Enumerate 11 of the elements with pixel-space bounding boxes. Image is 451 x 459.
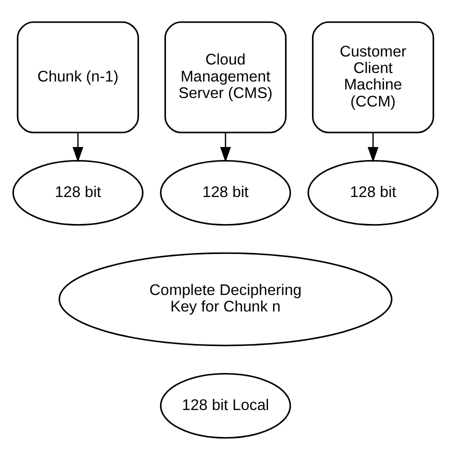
arrow bbox=[368, 132, 378, 162]
node-ellipse: 128 bit bbox=[12, 159, 144, 226]
arrow bbox=[72, 132, 84, 162]
node-ellipse: Complete Deciphering Key for Chunk n bbox=[58, 252, 392, 346]
node-ellipse: 128 bit Local bbox=[160, 372, 292, 438]
node-box: Customer Client Machine (CCM) bbox=[312, 20, 434, 133]
node-box: Chunk (n-1) bbox=[16, 20, 140, 133]
arrow bbox=[220, 132, 231, 162]
node-box: Cloud Management Server (CMS) bbox=[164, 20, 287, 133]
node-ellipse: 128 bit bbox=[308, 159, 439, 226]
node-ellipse: 128 bit bbox=[160, 159, 292, 226]
